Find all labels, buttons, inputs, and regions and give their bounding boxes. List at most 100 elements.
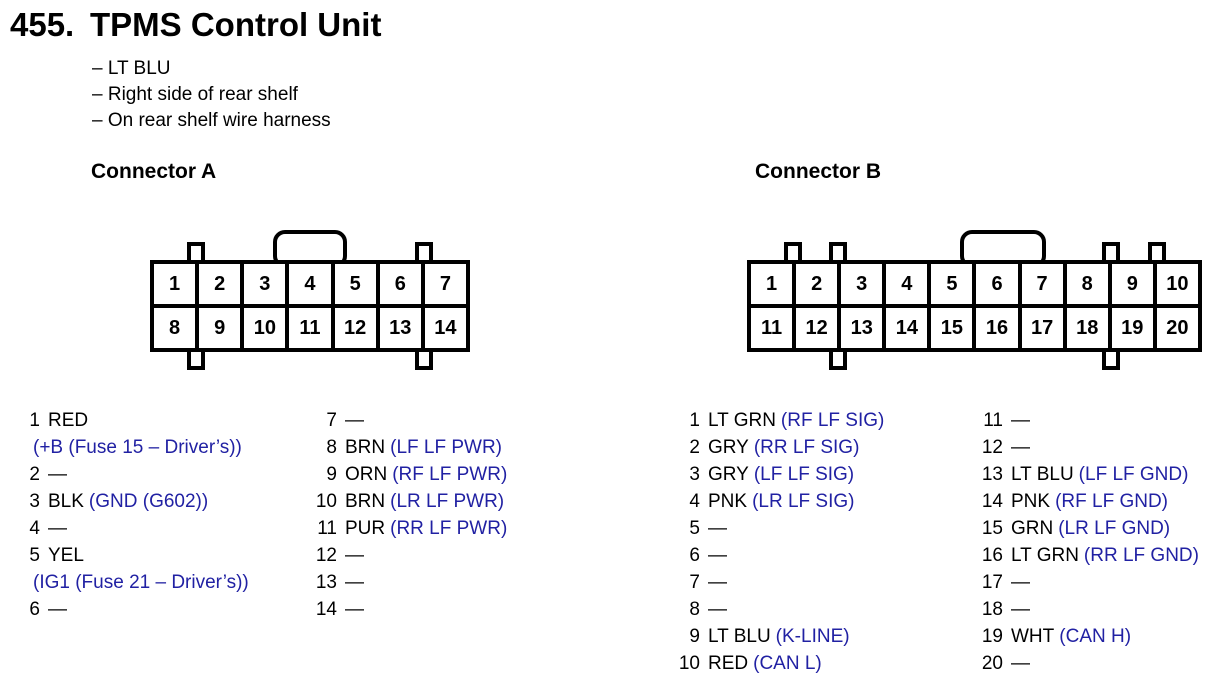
wire-color: —	[48, 518, 67, 539]
pin-number: 3	[689, 464, 700, 485]
wire-color: LT GRN	[708, 410, 776, 431]
wire-color: —	[708, 572, 727, 593]
pin-row: 2 —	[26, 461, 316, 488]
wire-function: (K-LINE)	[775, 626, 850, 647]
pin-row: 12 —	[979, 434, 1219, 461]
pin-row: 10 BRN(LR LF PWR)	[313, 488, 603, 515]
pin-cell: 13	[379, 308, 425, 348]
pin-row: 14 —	[313, 596, 603, 623]
pin-number: 12	[315, 545, 337, 566]
pin-cell: 9	[199, 308, 245, 348]
pin-number: 8	[689, 599, 700, 620]
wire-color: —	[708, 545, 727, 566]
wire-function: (RF LF SIG)	[780, 410, 885, 431]
wire-function: (LF LF SIG)	[753, 464, 855, 485]
pin-number: 7	[326, 410, 337, 431]
pin-cell: 18	[1066, 308, 1112, 348]
note-item: – On rear shelf wire harness	[92, 110, 331, 131]
wire-color: —	[1011, 437, 1030, 458]
pin-row: 8 BRN(LF LF PWR)	[313, 434, 603, 461]
wire-color: —	[345, 599, 364, 620]
pin-row: 4 PNK(LR LF SIG)	[676, 488, 976, 515]
pin-number: 3	[29, 491, 40, 512]
connector-a-pinlist-left: 1 RED(+B (Fuse 15 – Driver’s)) 2 — 3 BLK…	[26, 407, 316, 623]
wire-color: RED	[48, 410, 89, 431]
pin-cell: 9	[1111, 264, 1157, 304]
pin-cell: 8	[154, 308, 200, 348]
pin-row: 1 RED(+B (Fuse 15 – Driver’s))	[26, 407, 316, 461]
wire-function: (RF LF PWR)	[392, 464, 508, 485]
pin-cell: 12	[796, 308, 842, 348]
pin-cell: 10	[1156, 264, 1198, 304]
wire-color: BRN	[345, 491, 386, 512]
pin-number: 10	[315, 491, 337, 512]
wire-color: LT BLU	[1011, 464, 1074, 485]
pin-cell: 4	[289, 264, 335, 304]
wire-function: (RR LF SIG)	[753, 437, 860, 458]
pin-cell: 20	[1156, 308, 1198, 348]
wire-color: —	[1011, 653, 1030, 674]
pin-cell: 2	[796, 264, 842, 304]
wire-color: —	[1011, 599, 1030, 620]
wire-function: (CAN H)	[1059, 626, 1132, 647]
pin-row: 11 —	[979, 407, 1219, 434]
wire-function: (GND (G602))	[88, 491, 209, 512]
pin-cell: 1	[154, 264, 200, 304]
connector-b-heading: Connector B	[755, 160, 881, 183]
pin-row: 16 LT GRN(RR LF GND)	[979, 542, 1219, 569]
wire-color: YEL	[48, 545, 84, 566]
wire-color: LT GRN	[1011, 545, 1079, 566]
pin-number: 20	[981, 653, 1003, 674]
wire-color: PUR	[345, 518, 386, 539]
page-title: 455.TPMS Control Unit	[10, 6, 381, 44]
pin-number: 14	[981, 491, 1003, 512]
note-item: – LT BLU	[92, 58, 171, 79]
pin-number: 2	[689, 437, 700, 458]
wire-color: ORN	[345, 464, 388, 485]
pin-number: 4	[29, 518, 40, 539]
pin-cell: 3	[244, 264, 290, 304]
pin-row: 9 LT BLU(K-LINE)	[676, 623, 976, 650]
pin-row: 4 —	[26, 515, 316, 542]
pin-row: 2 GRY(RR LF SIG)	[676, 434, 976, 461]
wire-color: GRN	[1011, 518, 1054, 539]
wire-color: RED	[708, 653, 749, 674]
pin-row: 13 —	[313, 569, 603, 596]
wire-color: BLK	[48, 491, 84, 512]
pin-cell: 10	[244, 308, 290, 348]
pin-row: 17 —	[979, 569, 1219, 596]
pin-cell: 12	[334, 308, 380, 348]
pin-row: 20 —	[979, 650, 1219, 677]
section-number: 455.	[10, 6, 75, 43]
pin-cell: 14	[424, 308, 466, 348]
pin-number: 11	[983, 410, 1003, 431]
wire-function: (RF LF GND)	[1055, 491, 1169, 512]
pin-number: 19	[981, 626, 1003, 647]
pin-cell: 16	[976, 308, 1022, 348]
wire-function: (LR LF SIG)	[752, 491, 855, 512]
pin-number: 9	[689, 626, 700, 647]
wire-function: (LF LF GND)	[1078, 464, 1189, 485]
pin-number: 17	[981, 572, 1003, 593]
pin-row: 9 ORN(RF LF PWR)	[313, 461, 603, 488]
connector-a-heading: Connector A	[91, 160, 217, 183]
wire-function: (LR LF GND)	[1058, 518, 1171, 539]
note-item: – Right side of rear shelf	[92, 84, 298, 105]
pin-cell: 3	[841, 264, 887, 304]
wire-color: GRY	[708, 464, 749, 485]
pin-row: 14 PNK(RF LF GND)	[979, 488, 1219, 515]
connector-b-pinlist-right: 11 — 12 — 13 LT BLU(LF LF GND) 14 PNK(RF…	[979, 407, 1219, 677]
pin-row: 6 —	[26, 596, 316, 623]
wire-function: (RR LF GND)	[1083, 545, 1199, 566]
pin-cell: 17	[1021, 308, 1067, 348]
pin-cell: 7	[1021, 264, 1067, 304]
wire-function: (+B (Fuse 15 – Driver’s))	[33, 437, 242, 458]
wire-function: (IG1 (Fuse 21 – Driver’s))	[33, 572, 249, 593]
wire-color: —	[48, 599, 67, 620]
pin-number: 8	[326, 437, 337, 458]
wire-color: —	[345, 545, 364, 566]
pin-row: 12 —	[313, 542, 603, 569]
connector-a-pinlist-right: 7 — 8 BRN(LF LF PWR) 9 ORN(RF LF PWR) 10…	[313, 407, 603, 623]
